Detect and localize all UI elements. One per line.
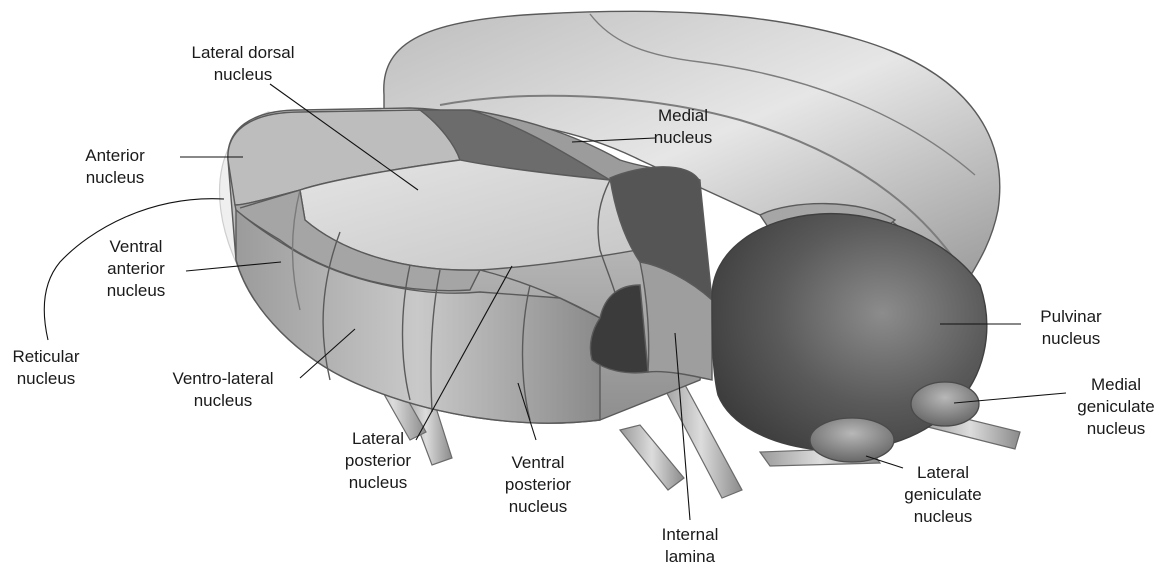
label-anterior-nucleus: Anterior nucleus xyxy=(55,145,175,189)
label-line: lamina xyxy=(640,546,740,568)
label-line: Lateral xyxy=(888,462,998,484)
label-line: Internal xyxy=(640,524,740,546)
label-line: Pulvinar xyxy=(1016,306,1126,328)
label-ventro-lateral-nucleus: Ventro-lateral nucleus xyxy=(148,368,298,412)
label-line: Ventral xyxy=(86,236,186,258)
label-line: geniculate xyxy=(1066,396,1166,418)
label-line: nucleus xyxy=(148,390,298,412)
label-line: nucleus xyxy=(163,64,323,86)
label-line: nucleus xyxy=(0,368,92,390)
label-line: posterior xyxy=(328,450,428,472)
label-reticular-nucleus: Reticular nucleus xyxy=(0,346,92,390)
label-line: Anterior xyxy=(55,145,175,167)
label-lateral-geniculate-nucleus: Lateral geniculate nucleus xyxy=(888,462,998,528)
label-lateral-dorsal-nucleus: Lateral dorsal nucleus xyxy=(163,42,323,86)
label-internal-lamina: Internal lamina xyxy=(640,524,740,568)
label-line: Medial xyxy=(1066,374,1166,396)
label-line: anterior xyxy=(86,258,186,280)
label-line: Ventral xyxy=(488,452,588,474)
label-ventral-anterior-nucleus: Ventral anterior nucleus xyxy=(86,236,186,302)
label-line: nucleus xyxy=(86,280,186,302)
label-line: Lateral xyxy=(328,428,428,450)
label-line: nucleus xyxy=(628,127,738,149)
label-line: nucleus xyxy=(55,167,175,189)
label-line: posterior xyxy=(488,474,588,496)
label-line: geniculate xyxy=(888,484,998,506)
label-lateral-posterior-nucleus: Lateral posterior nucleus xyxy=(328,428,428,494)
label-line: nucleus xyxy=(1066,418,1166,440)
label-line: nucleus xyxy=(888,506,998,528)
label-pulvinar-nucleus: Pulvinar nucleus xyxy=(1016,306,1126,350)
label-line: Lateral dorsal xyxy=(163,42,323,64)
label-medial-nucleus: Medial nucleus xyxy=(628,105,738,149)
label-medial-geniculate-nucleus: Medial geniculate nucleus xyxy=(1066,374,1166,440)
label-line: nucleus xyxy=(328,472,428,494)
label-ventral-posterior-nucleus: Ventral posterior nucleus xyxy=(488,452,588,518)
label-line: nucleus xyxy=(1016,328,1126,350)
label-line: Medial xyxy=(628,105,738,127)
label-line: Ventro-lateral xyxy=(148,368,298,390)
label-line: Reticular xyxy=(0,346,92,368)
label-line: nucleus xyxy=(488,496,588,518)
